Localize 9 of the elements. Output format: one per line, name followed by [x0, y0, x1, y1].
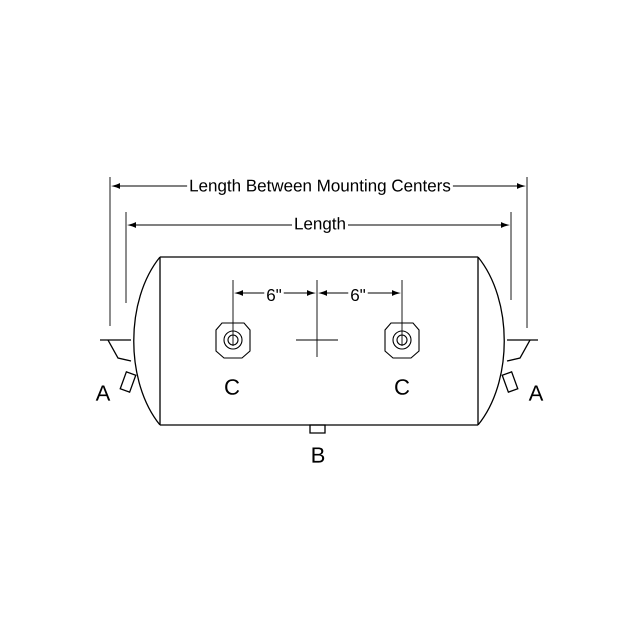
dimension-label: Length [292, 215, 348, 235]
callout-letter: C [225, 379, 240, 395]
dimension-label: 6" [348, 286, 368, 304]
callout-letter: A [96, 385, 110, 401]
dimension-label: 6" [264, 286, 284, 304]
callout-letter: B [312, 447, 324, 463]
dimension-label: Length Between Mounting Centers [187, 177, 453, 197]
callout-letter: C [395, 379, 410, 395]
callout-letter: A [528, 385, 544, 401]
